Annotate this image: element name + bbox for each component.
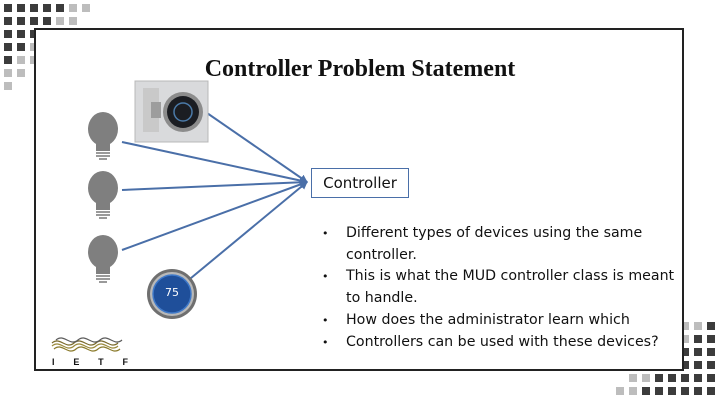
decor-square (629, 374, 637, 382)
controller-label: Controller (323, 174, 397, 192)
decor-square (694, 387, 702, 395)
ietf-letter: T (98, 357, 104, 367)
thermostat-reading: 75 (165, 286, 179, 299)
decor-square (30, 17, 38, 25)
decor-square (82, 4, 90, 12)
arrow-bulb-1 (121, 141, 308, 185)
decor-square (4, 82, 12, 90)
decor-square (56, 17, 64, 25)
decor-square (694, 374, 702, 382)
arrow-bulb-2 (121, 178, 308, 191)
connection-arrows (121, 112, 308, 284)
decor-square (17, 43, 25, 51)
light-bulb-icon (88, 112, 118, 160)
ietf-letter: F (122, 357, 128, 367)
bullet-list: Different types of devices using the sam… (320, 223, 680, 353)
decor-square (681, 387, 689, 395)
decor-square (694, 348, 702, 356)
decor-square (629, 387, 637, 395)
bullet-item: How does the administrator learn which (320, 310, 680, 332)
ietf-letter: E (73, 357, 80, 367)
decor-square (69, 4, 77, 12)
controller-box: Controller (311, 168, 409, 198)
bullet-item: This is what the MUD controller class is… (320, 266, 680, 309)
decor-square (43, 17, 51, 25)
decor-square (681, 361, 689, 369)
light-bulb-icon (88, 171, 118, 219)
arrow-thermostat-1 (206, 112, 308, 183)
ietf-logo (51, 337, 123, 352)
decor-square (4, 4, 12, 12)
arrow-bulb-3 (121, 180, 308, 251)
decor-square (681, 335, 689, 343)
decor-square (707, 335, 715, 343)
slide-title: Controller Problem Statement (204, 56, 516, 82)
decor-square (707, 348, 715, 356)
decor-square (694, 322, 702, 330)
smart-thermostat-icon (147, 269, 197, 319)
decor-square (668, 387, 676, 395)
decor-square (668, 374, 676, 382)
decor-square (4, 69, 12, 77)
light-bulb-icon (88, 235, 118, 283)
decor-square (655, 387, 663, 395)
bullet-item: Different types of devices using the sam… (320, 223, 680, 266)
decor-square (4, 17, 12, 25)
decor-square (17, 69, 25, 77)
decor-square (17, 30, 25, 38)
decor-square (694, 361, 702, 369)
thermostat-icon (134, 80, 209, 143)
decor-square (56, 4, 64, 12)
decor-square (707, 374, 715, 382)
decor-square (642, 374, 650, 382)
decor-square (69, 17, 77, 25)
decor-square (4, 30, 12, 38)
decor-square (694, 335, 702, 343)
decor-square (707, 387, 715, 395)
decor-square (17, 4, 25, 12)
decor-square (655, 374, 663, 382)
decor-square (681, 374, 689, 382)
bullet-item: Controllers can be used with these devic… (320, 332, 680, 354)
decor-square (4, 56, 12, 64)
decor-square (707, 322, 715, 330)
decor-square (43, 4, 51, 12)
decor-square (17, 17, 25, 25)
decor-square (4, 43, 12, 51)
ietf-letter: I (52, 357, 55, 367)
decor-square (681, 322, 689, 330)
decor-square (681, 348, 689, 356)
ietf-logo-letters: I E T F (52, 357, 128, 367)
decor-square (616, 387, 624, 395)
arrow-thermostat-2 (184, 181, 308, 284)
decor-square (30, 4, 38, 12)
decor-square (17, 56, 25, 64)
decor-square (707, 361, 715, 369)
decor-square (642, 387, 650, 395)
